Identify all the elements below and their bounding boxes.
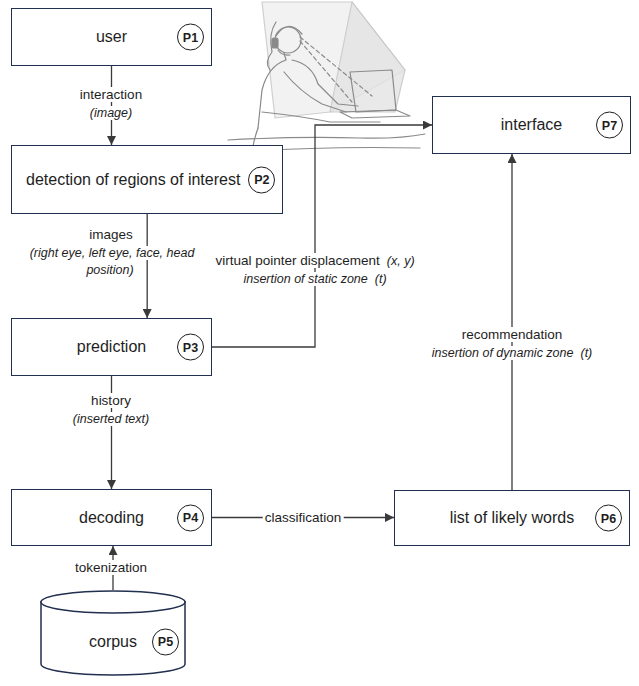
process-box: list of likely words P6 xyxy=(394,490,630,546)
box-label: interface xyxy=(501,115,562,134)
edge-note: (t) xyxy=(578,346,594,360)
process-id-circle: P2 xyxy=(248,166,275,193)
process-id-circle: P3 xyxy=(177,334,204,361)
annotation-line: images xyxy=(26,226,196,244)
annotation-line: recommendation xyxy=(430,326,595,344)
edge-note: insertion of dynamic zone xyxy=(430,346,576,360)
edge-note: (x, y) xyxy=(385,254,417,268)
annotation-line: history xyxy=(71,392,151,410)
edge-annotation: history (inserted text) xyxy=(71,392,151,427)
edge-annotation: classification xyxy=(263,509,344,527)
edge-annotation: images (right eye, left eye, face, head p… xyxy=(26,226,196,279)
process-box: detection of regions of interest P2 xyxy=(11,145,283,214)
process-box: decoding P4 xyxy=(11,489,212,546)
edge-annotation: virtual pointer displacement (x, y) insert… xyxy=(213,252,416,287)
annotation-line: virtual pointer displacement (x, y) xyxy=(213,252,416,270)
box-label: user xyxy=(96,27,127,46)
edge-note: (t) xyxy=(373,272,389,286)
annotation-line: interaction xyxy=(78,86,144,104)
process-box: interface P7 xyxy=(432,96,631,154)
annotation-line: (image) xyxy=(78,104,144,122)
annotation-line: (inserted text) xyxy=(71,410,151,428)
flow-arrow xyxy=(511,154,512,490)
annotation-line: insertion of static zone (t) xyxy=(213,270,416,288)
edge-label: tokenization xyxy=(73,560,149,575)
edge-annotation: interaction (image) xyxy=(78,86,144,121)
process-id-circle: P5 xyxy=(152,628,179,655)
edge-label: classification xyxy=(263,510,344,525)
edge-label: images xyxy=(87,227,135,242)
process-id-circle: P4 xyxy=(177,504,204,531)
cylinder-top xyxy=(41,591,185,613)
box-label: prediction xyxy=(77,337,146,356)
edge-annotation: tokenization xyxy=(73,559,149,577)
edge-note: insertion of static zone xyxy=(241,272,369,286)
box-label: corpus xyxy=(89,632,137,651)
annotation-line: classification xyxy=(263,509,344,527)
database-cylinder: corpus P5 xyxy=(40,590,186,676)
edge-label: recommendation xyxy=(460,327,565,342)
edge-note: (right eye, left eye, face, head positio… xyxy=(28,246,195,278)
annotation-line: tokenization xyxy=(73,559,149,577)
edge-label: interaction xyxy=(78,87,144,102)
process-box: prediction P3 xyxy=(11,318,212,376)
flow-arrow xyxy=(147,214,148,318)
process-id-circle: P7 xyxy=(596,112,623,139)
edge-label: virtual pointer displacement xyxy=(213,253,381,268)
annotation-line: insertion of dynamic zone(t) xyxy=(430,344,595,362)
process-box: user P1 xyxy=(11,8,212,66)
edge-annotation: recommendation insertion of dynamic zone(… xyxy=(430,326,595,361)
box-label: detection of regions of interest xyxy=(26,170,240,189)
process-id-circle: P1 xyxy=(177,24,204,51)
edge-label: history xyxy=(89,393,133,408)
edge-note: (image) xyxy=(88,106,134,120)
annotation-line: (right eye, left eye, face, head positio… xyxy=(26,244,196,279)
box-label: decoding xyxy=(79,508,144,527)
process-id-circle: P6 xyxy=(595,505,622,532)
edge-note: (inserted text) xyxy=(71,412,151,426)
box-label: list of likely words xyxy=(450,508,574,527)
